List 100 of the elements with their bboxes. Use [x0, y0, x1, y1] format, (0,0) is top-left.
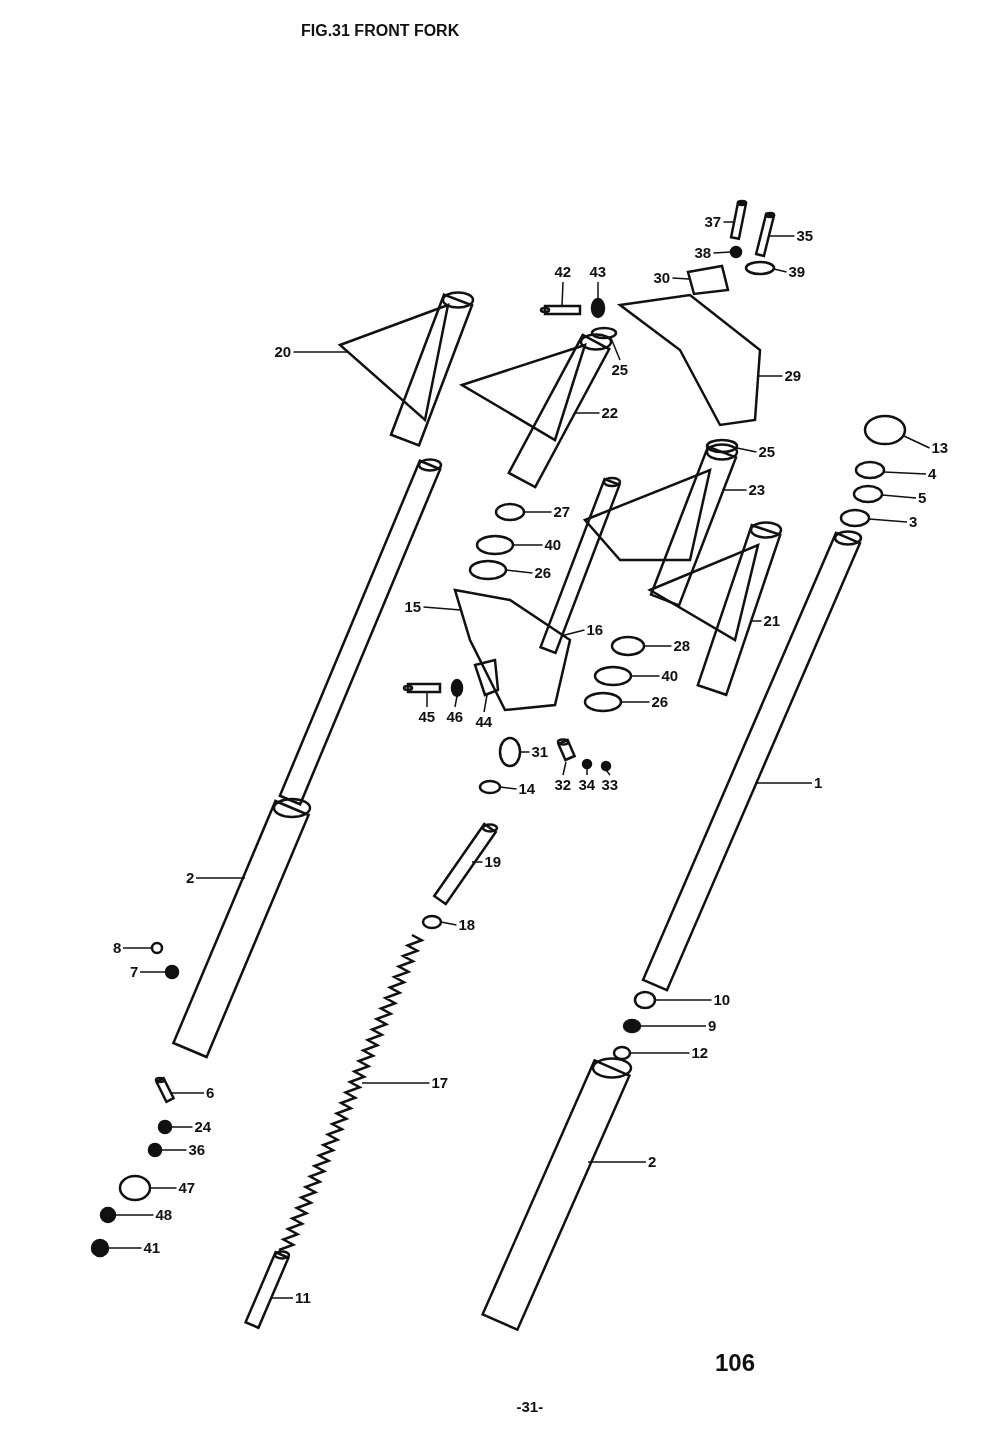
callout-number: 43: [589, 264, 607, 280]
bolt: [729, 199, 748, 241]
leader-line: [499, 786, 518, 790]
ball: [147, 1142, 163, 1158]
callout-number: 16: [586, 622, 604, 638]
leader-line: [597, 281, 599, 300]
fork-leg: [480, 1057, 633, 1332]
ball: [590, 297, 606, 319]
washer: [583, 691, 623, 713]
callout-number: 35: [796, 228, 814, 244]
leader-line: [270, 1297, 294, 1299]
callout-number: 26: [651, 694, 669, 710]
callout-number: 25: [611, 362, 629, 378]
leader-line: [170, 1126, 194, 1128]
callout-number: 39: [788, 264, 806, 280]
ball: [581, 758, 593, 770]
callout-number: 4: [928, 466, 937, 482]
callout-number: 40: [661, 668, 679, 684]
callout-number: 11: [295, 1290, 311, 1306]
callout-number: 7: [130, 964, 139, 980]
fork-leg: [171, 797, 312, 1059]
callout-number: 2: [186, 870, 195, 886]
leader-line: [422, 606, 462, 611]
leader-line: [773, 268, 788, 273]
callout-number: 18: [458, 917, 476, 933]
callout-number: 47: [178, 1180, 196, 1196]
washer: [744, 260, 776, 276]
leader-line: [903, 435, 931, 449]
callout-number: 46: [446, 709, 464, 725]
washer: [494, 502, 526, 522]
spring: [278, 933, 425, 1252]
leader-line: [749, 620, 763, 622]
callout-number: 42: [554, 264, 572, 280]
callout-number: 32: [554, 777, 572, 793]
washer: [475, 534, 515, 556]
leader-line: [630, 675, 661, 677]
callout-number: 3: [909, 514, 918, 530]
washer: [590, 326, 618, 340]
ball: [90, 1238, 110, 1258]
leader-line: [440, 921, 458, 926]
leader-line: [587, 1161, 647, 1163]
callout-number: 25: [758, 444, 776, 460]
callout-number: 34: [578, 777, 596, 793]
leader-line: [292, 351, 349, 353]
callout-number: 13: [931, 440, 949, 456]
leader-line: [160, 1149, 188, 1151]
ball: [729, 245, 743, 259]
leader-line: [629, 1052, 691, 1054]
leader-line: [767, 235, 796, 237]
washer: [852, 484, 884, 504]
callout-number: 36: [188, 1142, 206, 1158]
leader-line: [505, 569, 534, 574]
leader-line: [586, 767, 588, 776]
washer: [839, 508, 871, 528]
leader-line: [868, 518, 908, 523]
callout-number: 45: [418, 709, 436, 725]
bolt: [539, 304, 582, 316]
callout-number: 24: [194, 1119, 212, 1135]
leader-line: [883, 471, 927, 475]
figure-title: FIG.31 FRONT FORK: [301, 22, 460, 40]
callout-number: 31: [531, 744, 549, 760]
washer: [421, 914, 443, 930]
callout-number: 37: [704, 214, 722, 230]
ball: [622, 1018, 642, 1034]
leader-line: [361, 1082, 431, 1084]
callout-number: 28: [673, 638, 691, 654]
callout-number: 30: [653, 270, 671, 286]
screw: [154, 1076, 176, 1104]
leader-line: [654, 999, 713, 1001]
washer: [633, 990, 657, 1010]
clip: [473, 658, 500, 697]
callout-number: 2: [648, 1154, 657, 1170]
bolt-head: [118, 1174, 152, 1202]
callout-number: 15: [404, 599, 422, 615]
leader-line: [483, 694, 488, 713]
callout-number: 9: [708, 1018, 717, 1034]
bolt: [402, 682, 442, 694]
callout-number: 19: [484, 854, 502, 870]
ball: [99, 1206, 117, 1224]
callout-number: 12: [691, 1045, 709, 1061]
leader-line: [426, 691, 428, 708]
callout-number: 20: [274, 344, 292, 360]
washer: [610, 635, 646, 657]
callout-number: 6: [206, 1085, 215, 1101]
leader-line: [523, 511, 553, 513]
callout-number: 26: [534, 565, 552, 581]
callout-number: 21: [763, 613, 781, 629]
tube: [432, 822, 499, 906]
leader-line: [610, 337, 621, 361]
leader-line: [107, 1247, 143, 1249]
callout-number: 40: [544, 537, 562, 553]
callout-number: 44: [475, 714, 493, 730]
bolt: [754, 211, 776, 258]
callout-number: 27: [553, 504, 571, 520]
callout-number: 10: [713, 992, 731, 1008]
leader-line: [643, 645, 673, 647]
ball: [600, 760, 612, 772]
cap: [863, 414, 907, 446]
bracket: [337, 291, 475, 447]
ball: [164, 964, 180, 980]
